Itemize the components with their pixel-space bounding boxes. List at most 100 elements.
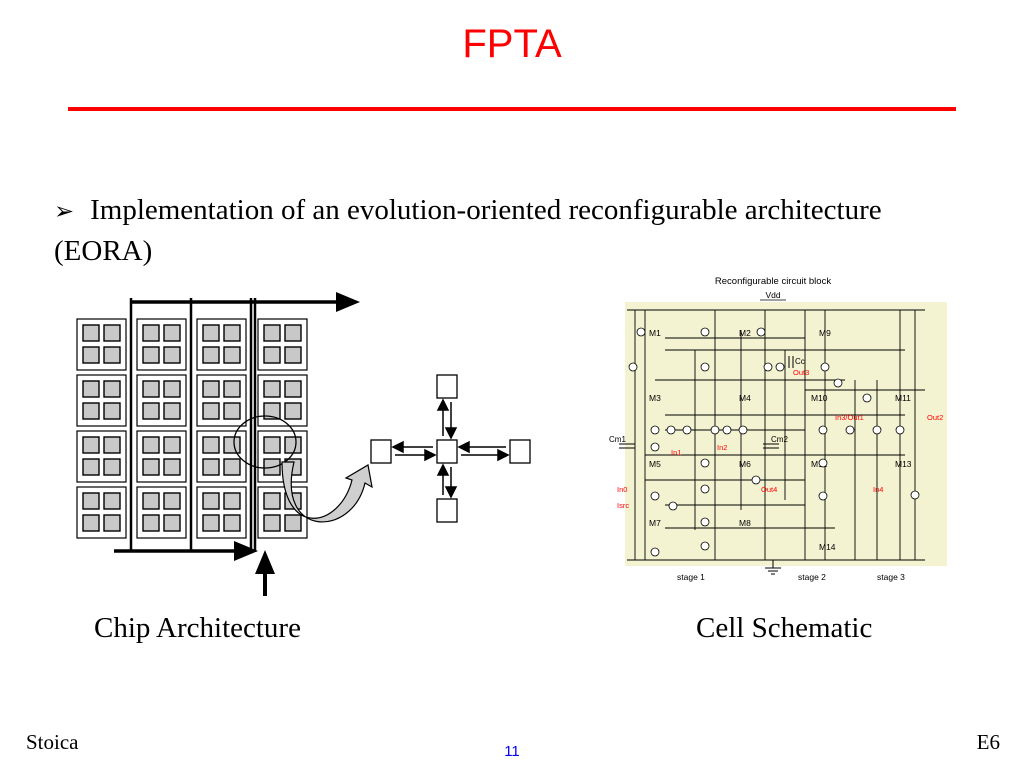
bullet-text: Implementation of an evolution-oriented … bbox=[54, 194, 882, 267]
cell-array bbox=[76, 318, 308, 539]
cell-subunit bbox=[142, 380, 160, 398]
transistor-label-m10: M10 bbox=[811, 393, 828, 403]
stage-label-1: stage 1 bbox=[677, 572, 705, 582]
cell-subunit bbox=[284, 402, 302, 420]
title-underline bbox=[68, 107, 956, 111]
cell-schematic-caption: Cell Schematic bbox=[696, 612, 873, 644]
cell-subunit bbox=[263, 436, 281, 454]
cell-subunit bbox=[284, 324, 302, 342]
arrow-bullet-icon: ➢ bbox=[54, 197, 75, 225]
cell-subunit bbox=[103, 514, 121, 532]
cell-subunit bbox=[223, 436, 241, 454]
cell-subunit bbox=[263, 402, 281, 420]
port-out4: Out4 bbox=[761, 485, 777, 494]
chip-architecture-diagram bbox=[76, 292, 531, 596]
bottom-routing-arrow bbox=[114, 541, 258, 561]
cell-subunit bbox=[142, 402, 160, 420]
cell-subunit bbox=[202, 402, 220, 420]
transistor-label-m5: M5 bbox=[649, 459, 661, 469]
port-in3-out1: In3/Out1 bbox=[835, 413, 864, 422]
transistor-label-m11: M11 bbox=[895, 393, 911, 403]
cell-subunit bbox=[82, 436, 100, 454]
top-routing-arrow bbox=[131, 292, 360, 312]
port-in0: In0 bbox=[617, 485, 627, 494]
cell-subunit bbox=[142, 492, 160, 510]
cell-subunit bbox=[142, 324, 160, 342]
cap-label-cm2: Cm2 bbox=[771, 435, 788, 444]
transistor-label-m4: M4 bbox=[739, 393, 751, 403]
cell-subunit bbox=[142, 514, 160, 532]
port-isrc: Isrc bbox=[617, 501, 629, 510]
stage-label-3: stage 3 bbox=[877, 572, 905, 582]
port-in1: In1 bbox=[671, 448, 681, 457]
slide-title: FPTA bbox=[462, 22, 562, 66]
cell-subunit bbox=[163, 492, 181, 510]
cell-subunit bbox=[163, 346, 181, 364]
vertical-routing-lines bbox=[129, 298, 257, 552]
port-in4: In4 bbox=[873, 485, 883, 494]
cell-connection-diagram bbox=[370, 374, 531, 523]
cell-subunit bbox=[223, 346, 241, 364]
cell-subunit bbox=[263, 514, 281, 532]
transistor-label-m13: M13 bbox=[895, 459, 912, 469]
transistor-label-m9: M9 bbox=[819, 328, 831, 338]
cell-schematic-diagram: Reconfigurable circuit block Vdd bbox=[609, 276, 947, 582]
cap-label-cc: Cc bbox=[795, 357, 805, 366]
cell-subunit bbox=[202, 492, 220, 510]
schematic-heading: Reconfigurable circuit block bbox=[715, 276, 831, 287]
vdd-label: Vdd bbox=[765, 290, 780, 300]
cell-subunit bbox=[284, 346, 302, 364]
cell-subunit bbox=[163, 436, 181, 454]
cell-subunit bbox=[202, 436, 220, 454]
stage-label-2: stage 2 bbox=[798, 572, 826, 582]
ground-icon bbox=[765, 560, 781, 575]
port-out3: Out3 bbox=[793, 368, 809, 377]
cell-subunit bbox=[82, 492, 100, 510]
cell-subunit bbox=[163, 324, 181, 342]
cell-subunit bbox=[163, 380, 181, 398]
cell-subunit bbox=[103, 458, 121, 476]
cell-subunit bbox=[103, 436, 121, 454]
cell-subunit bbox=[223, 380, 241, 398]
transistor-label-m2: M2 bbox=[739, 328, 751, 338]
cell-subunit bbox=[284, 380, 302, 398]
transistor-label-m14: M14 bbox=[819, 542, 836, 552]
cell-subunit bbox=[263, 492, 281, 510]
cell-subunit bbox=[263, 380, 281, 398]
footer-code: E6 bbox=[976, 730, 1000, 754]
cell-subunit bbox=[284, 514, 302, 532]
cell-subunit bbox=[103, 380, 121, 398]
connection-arrows bbox=[391, 398, 510, 499]
transistor-label-m8: M8 bbox=[739, 518, 751, 528]
cell-subunit bbox=[103, 346, 121, 364]
cell-subunit bbox=[223, 492, 241, 510]
cell-subunit bbox=[82, 346, 100, 364]
cell-subunit bbox=[103, 324, 121, 342]
cell-subunit bbox=[82, 514, 100, 532]
schematic-wiring bbox=[627, 309, 925, 561]
chip-architecture-caption: Chip Architecture bbox=[94, 612, 301, 644]
cell-subunit bbox=[202, 458, 220, 476]
cell-subunit bbox=[223, 402, 241, 420]
zoom-arrow bbox=[281, 461, 373, 523]
cell-subunit bbox=[223, 514, 241, 532]
cell-subunit bbox=[103, 402, 121, 420]
cell-subunit bbox=[163, 458, 181, 476]
cell-subunit bbox=[142, 458, 160, 476]
port-out2: Out2 bbox=[927, 413, 943, 422]
zoom-circle bbox=[233, 415, 297, 469]
cell-subunit bbox=[263, 324, 281, 342]
cell-subunit bbox=[142, 346, 160, 364]
cell-subunit bbox=[82, 324, 100, 342]
schematic-background bbox=[625, 302, 947, 566]
cell-subunit bbox=[284, 436, 302, 454]
schematic-capacitors bbox=[619, 356, 794, 449]
bullet-point: ➢Implementation of an evolution-oriented… bbox=[54, 190, 954, 271]
port-in2: In2 bbox=[717, 443, 727, 452]
cell-subunit bbox=[163, 402, 181, 420]
cell-subunit bbox=[163, 514, 181, 532]
transistor-label-m3: M3 bbox=[649, 393, 661, 403]
cell-subunit bbox=[82, 380, 100, 398]
transistor-label-m6: M6 bbox=[739, 459, 751, 469]
cell-subunit bbox=[263, 346, 281, 364]
